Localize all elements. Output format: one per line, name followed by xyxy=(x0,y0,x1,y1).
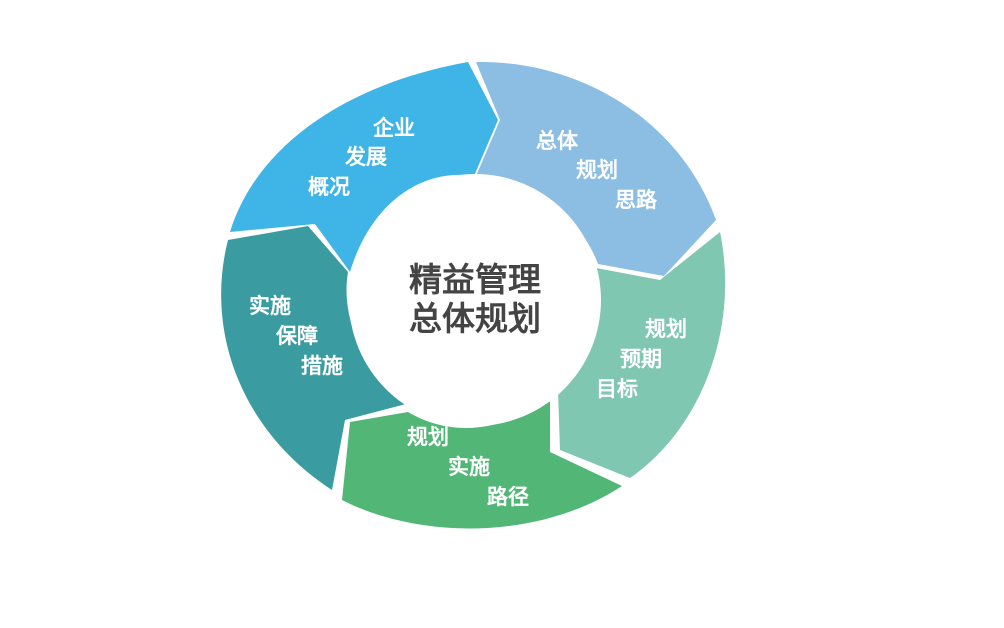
segment-implementation-path xyxy=(342,392,622,529)
center-title-line2: 总体规划 xyxy=(409,299,541,338)
segment-label: 思路 xyxy=(615,188,658,212)
segment-label: 路径 xyxy=(487,485,529,509)
segment-label: 目标 xyxy=(596,377,638,401)
segment-label: 总体 xyxy=(536,129,579,153)
segment-enterprise-overview xyxy=(230,62,498,272)
segment-label: 保障 xyxy=(275,324,318,348)
segment-label: 规划 xyxy=(645,317,687,341)
segment-label: 实施 xyxy=(249,294,291,318)
center-title-line1: 精益管理 xyxy=(409,260,541,299)
segment-implementation-measures xyxy=(221,226,406,490)
segment-label: 预期 xyxy=(620,347,662,371)
segment-label: 实施 xyxy=(448,455,490,479)
center-circle xyxy=(349,174,601,426)
segment-label: 概况 xyxy=(308,175,350,199)
segment-label: 措施 xyxy=(301,354,343,378)
segment-label: 发展 xyxy=(344,145,387,169)
segment-label: 规划 xyxy=(407,425,449,449)
segment-label: 规划 xyxy=(576,158,618,182)
segment-label: 企业 xyxy=(372,116,415,140)
segment-overall-planning xyxy=(476,61,716,276)
